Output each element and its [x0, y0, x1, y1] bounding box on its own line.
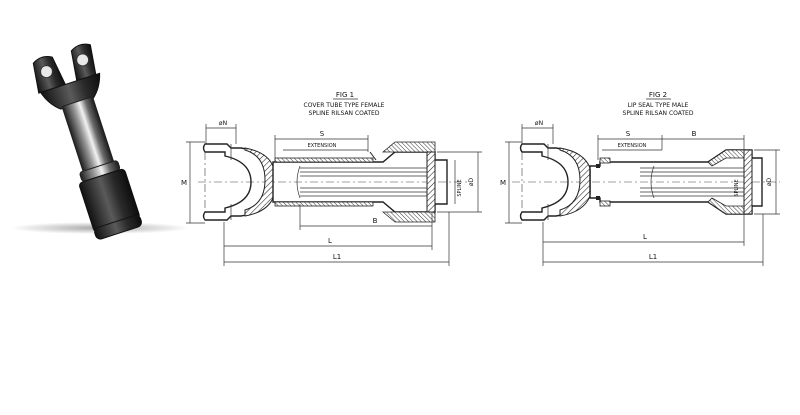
fig2-subtitle-line2: SPLINE RILSAN COATED	[623, 110, 694, 117]
fig1-label-l: L	[328, 237, 332, 245]
fig1-cover-tube	[272, 141, 448, 223]
fig2-subtitle-line1: LIP SEAL TYPE MALE	[628, 102, 689, 109]
fig1-label-extension: EXTENSION	[308, 143, 337, 149]
fig1-drawing: FIG 1 COVER TUBE TYPE FEMALE SPLINE RILS…	[181, 91, 482, 266]
fig2-label-l1: L1	[649, 253, 657, 261]
fig2-label-l: L	[643, 233, 647, 241]
fig2-title: FIG 2	[649, 91, 667, 99]
fig2-label-d: øD	[766, 177, 773, 186]
fig2-drawing: FIG 2 LIP SEAL TYPE MALE SPLINE RILSAN C…	[500, 91, 780, 266]
fig1-title: FIG 1	[336, 91, 354, 99]
fig2-label-spline: SPLINE	[734, 179, 740, 196]
fig1-label-l1: L1	[333, 253, 341, 261]
fig1-label-m: M	[181, 179, 187, 187]
fig2-label-b: B	[692, 130, 697, 138]
fig1-label-s: S	[320, 130, 325, 138]
fig1-label-spline: SPLINE	[457, 179, 463, 196]
fig1-label-n: øN	[219, 120, 227, 127]
fig1-subtitle-line1: COVER TUBE TYPE FEMALE	[304, 102, 385, 109]
fig2-label-n: øN	[535, 120, 543, 127]
fig2-label-m: M	[500, 179, 506, 187]
product-photo	[10, 43, 190, 240]
fig1-yoke	[202, 143, 274, 221]
fig1-label-d: øD	[468, 177, 475, 186]
fig2-sleeve	[589, 149, 763, 215]
fig1-label-b: B	[373, 217, 378, 225]
fig2-dimensions: øN S B EXTENSION M SPLINE øD	[500, 120, 780, 266]
fig1-dimensions: øN S EXTENSION M SPLINE øD	[181, 120, 482, 266]
fig2-label-extension: EXTENSION	[618, 143, 647, 149]
fig2-label-s: S	[626, 130, 631, 138]
fig1-subtitle-line2: SPLINE RILSAN COATED	[309, 110, 380, 117]
